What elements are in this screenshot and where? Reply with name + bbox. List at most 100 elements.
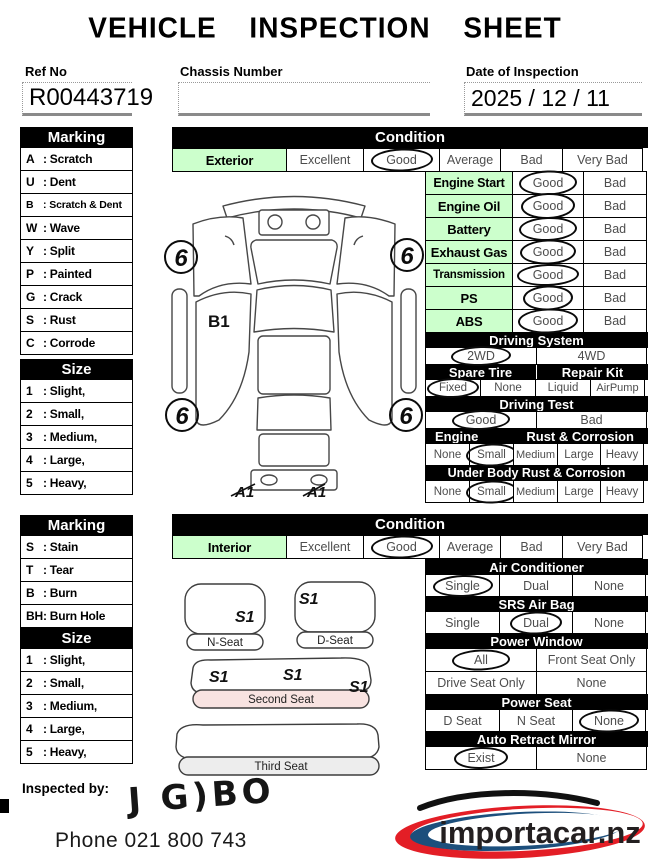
inspector-signature: J G)BO	[126, 770, 276, 822]
exterior-size-legend: Size 1:Slight, 2:Small, 3:Medium, 4:Larg…	[20, 359, 133, 495]
driving-test-title: Driving Test	[425, 396, 648, 412]
marking-legend-title: Marking	[20, 515, 133, 536]
engine-rust-title: Engine Rust & Corrosion	[425, 428, 648, 444]
exterior-condition-row: Exterior Excellent Good Average Bad Very…	[172, 148, 643, 172]
transmission-row: Transmission Good Bad	[425, 263, 648, 287]
legend-row-size-3: 3:Medium,	[20, 425, 133, 449]
scan-artifact	[0, 799, 9, 813]
spare-tire-repair-kit-row: Fixed None Liquid AirPump	[425, 379, 648, 397]
legend-row-size-2: 2:Small,	[20, 671, 133, 695]
wheel-mark-6: 6	[174, 245, 188, 272]
underbody-rust-row: None Small Medium Large Heavy	[425, 480, 648, 503]
roof	[257, 335, 331, 395]
exhaust-gas-good-selected: Good	[512, 240, 584, 264]
windshield	[253, 284, 335, 333]
engine-start-row: Engine Start Good Bad	[425, 171, 648, 195]
interior-label: Interior	[172, 535, 287, 559]
d-seat-mark-s1: S1	[299, 591, 319, 608]
legend-row-size-5: 5:Heavy,	[20, 740, 133, 764]
spare-tire-title: Spare Tire	[425, 364, 537, 380]
interior-condition-row: Interior Excellent Good Average Bad Very…	[172, 535, 643, 559]
size-legend-title: Size	[20, 359, 133, 380]
wheel-mark-6: 6	[399, 403, 413, 430]
mirror-none: None	[536, 746, 647, 770]
pw-drive-seat-only: Drive Seat Only	[425, 671, 537, 695]
legend-row-size-2: 2:Small,	[20, 402, 133, 426]
chassis-number-value	[178, 82, 430, 116]
ref-no-value: R00443719	[22, 82, 153, 116]
engine-oil-good-selected: Good	[512, 194, 584, 218]
exterior-average: Average	[439, 148, 501, 172]
srs-air-bag-row: Single Dual None	[425, 611, 648, 634]
n-seat-label: N-Seat	[207, 637, 244, 649]
door-mark-b1: B1	[208, 312, 230, 331]
hood	[250, 239, 338, 285]
engine-rust-small-selected: Small	[469, 443, 514, 466]
legend-row-burn-hole: BH:Burn Hole	[20, 604, 133, 628]
power-window-row-2: Drive Seat Only None	[425, 671, 648, 695]
srs-single: Single	[425, 611, 500, 634]
driving-test-row: Good Bad	[425, 411, 648, 429]
auto-retract-mirror-title: Auto Retract Mirror	[425, 731, 648, 747]
wheel-mark-circle	[164, 240, 198, 274]
legend-row-burn: B:Burn	[20, 581, 133, 605]
driving-system-title: Driving System	[425, 332, 648, 348]
seat-diagram: N-Seat D-Seat Second Seat Third Seat S1 …	[175, 581, 380, 776]
driving-system-row: 2WD 4WD	[425, 347, 648, 365]
legend-row-corrode: C:Corrode	[20, 331, 133, 355]
ps-good-selected: Good	[512, 286, 584, 310]
spare-tire-none: None	[480, 379, 536, 397]
inspection-date-label: Date of Inspection	[466, 64, 579, 79]
legend-row-rust: S:Rust	[20, 308, 133, 332]
pseat-none-selected: None	[572, 709, 646, 732]
legend-row-painted: P:Painted	[20, 262, 133, 286]
power-seat-row: D Seat N Seat None	[425, 709, 648, 732]
driving-test-good-selected: Good	[425, 411, 537, 429]
pw-all-selected: All	[425, 648, 537, 672]
rear-window	[256, 394, 332, 431]
left-side-skirt	[171, 288, 188, 394]
legend-row-stain: S:Stain	[20, 535, 133, 559]
third-seat-label: Third Seat	[254, 761, 308, 773]
air-conditioner-title: Air Conditioner	[425, 559, 648, 575]
wheel-mark-circle	[390, 238, 424, 272]
bumper-mark-a1-left: A1	[234, 484, 254, 501]
car-damage-diagram: 6 6 6 6 B1 A1 A1	[164, 195, 424, 501]
interior-very-bad: Very Bad	[562, 535, 643, 559]
logo-car-roofline	[417, 790, 600, 811]
second-seat-mark-s1: S1	[209, 669, 229, 686]
exterior-marking-legend: Marking A:Scratch U:Dent B:Scratch & Den…	[20, 127, 133, 355]
exterior-bad: Bad	[500, 148, 563, 172]
pw-none: None	[536, 671, 647, 695]
trunk	[258, 433, 330, 467]
inspected-by-label: Inspected by:	[22, 781, 110, 796]
interior-average: Average	[439, 535, 501, 559]
srs-none: None	[572, 611, 646, 634]
pw-front-seat-only: Front Seat Only	[536, 648, 647, 672]
legend-row-size-1: 1:Slight,	[20, 648, 133, 672]
wheel-mark-6: 6	[400, 243, 414, 270]
interior-marking-legend: Marking S:Stain T:Tear B:Burn BH:Burn Ho…	[20, 515, 133, 628]
interior-size-legend: Size 1:Slight, 2:Small, 3:Medium, 4:Larg…	[20, 628, 133, 764]
repair-kit-title: Repair Kit	[537, 364, 648, 380]
right-side-skirt	[400, 288, 417, 394]
power-seat-title: Power Seat	[425, 694, 648, 710]
srs-air-bag-title: SRS Air Bag	[425, 596, 648, 612]
pseat-n-seat: N Seat	[499, 709, 573, 732]
right-rear-panel	[336, 291, 393, 426]
mirror-exist-selected: Exist	[425, 746, 537, 770]
marking-legend-title: Marking	[20, 127, 133, 148]
exterior-condition-title: Condition	[172, 127, 648, 148]
second-seat-mark-s1: S1	[349, 679, 369, 696]
bumper-mark-a1-right: A1	[306, 484, 326, 501]
legend-row-tear: T:Tear	[20, 558, 133, 582]
underbody-rust-small-selected: Small	[469, 480, 514, 503]
exterior-label: Exterior	[172, 148, 287, 172]
battery-row: Battery Good Bad	[425, 217, 648, 241]
srs-dual-selected: Dual	[499, 611, 573, 634]
exterior-good-selected: Good	[363, 148, 440, 172]
power-window-title: Power Window	[425, 633, 648, 649]
ac-dual: Dual	[499, 574, 573, 597]
ac-none: None	[572, 574, 646, 597]
